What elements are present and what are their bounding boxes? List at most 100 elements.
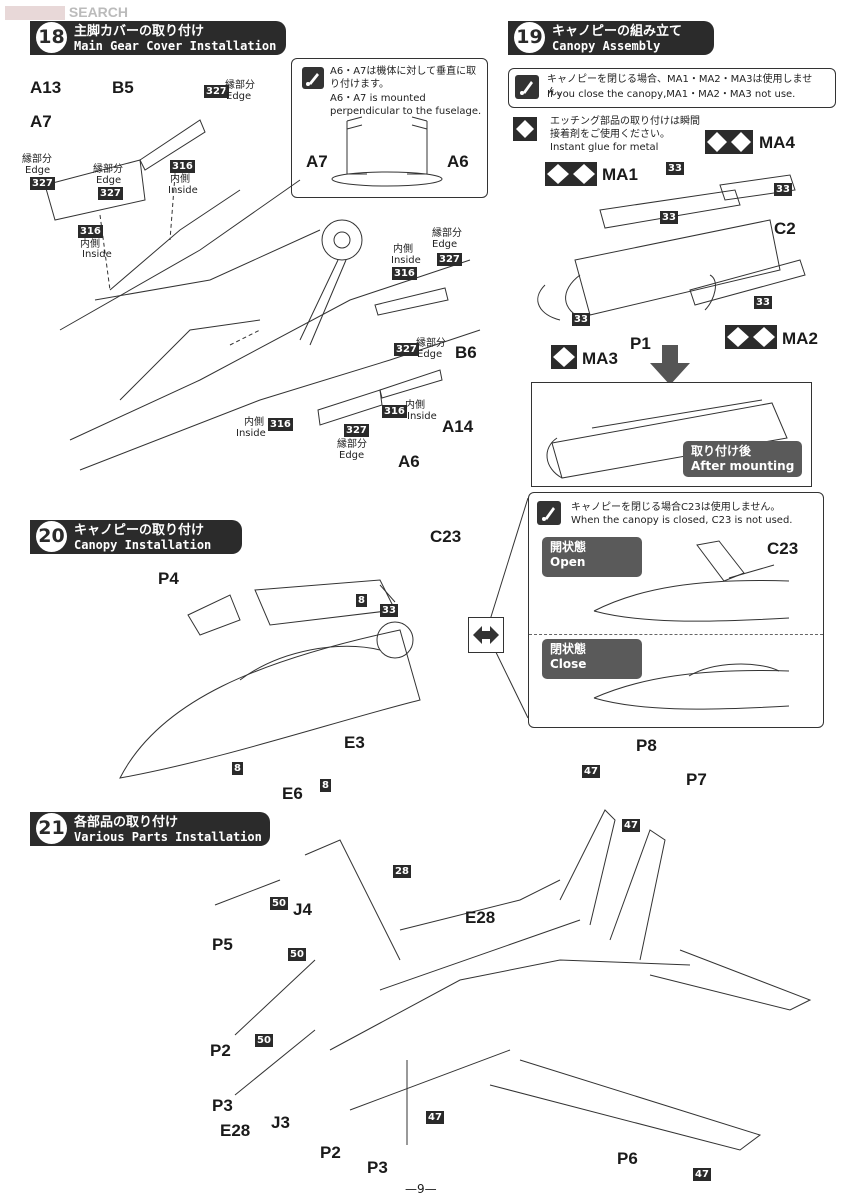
part-label-a6: A6 bbox=[398, 452, 420, 471]
after-mounting-jp: 取り付け後 bbox=[691, 444, 752, 458]
etched-part-icon-ma3 bbox=[551, 345, 577, 369]
part-label-p1: P1 bbox=[630, 334, 651, 353]
part-label-ma4: MA4 bbox=[759, 133, 795, 152]
step19-title-jp: キャノピーの組み立て bbox=[552, 24, 683, 39]
color-code-327-b5: 327 bbox=[204, 85, 229, 98]
step18-note-box: A6・A7は機体に対して垂直に取り付けます。 A6・A7 is mounted … bbox=[291, 58, 488, 198]
step20-title-jp: キャノピーの取り付け bbox=[74, 523, 205, 538]
part-label-p3-left: P3 bbox=[212, 1096, 233, 1115]
brush-icon bbox=[302, 67, 324, 89]
part-label-ma1: MA1 bbox=[602, 165, 638, 184]
color-code-327-b6: 327 bbox=[437, 253, 462, 266]
part-label-ma2: MA2 bbox=[782, 329, 818, 348]
page-number: —9— bbox=[405, 1182, 437, 1196]
color-code-33-c2: 33 bbox=[774, 183, 792, 196]
step21-number: 21 bbox=[36, 813, 67, 844]
step19-title-en: Canopy Assembly bbox=[552, 39, 661, 53]
part-label-a14: A14 bbox=[442, 417, 474, 436]
part-label-c23: C23 bbox=[430, 527, 462, 546]
edge-label-b6-en: Edge bbox=[432, 239, 458, 250]
open-state-en: Open bbox=[550, 555, 586, 569]
color-code-8-nose: 8 bbox=[232, 762, 243, 775]
step19-note-en: If you close the canopy,MA1・MA2・MA3 not … bbox=[547, 89, 796, 100]
color-code-50-p2: 50 bbox=[288, 948, 306, 961]
step21-header: 21 各部品の取り付け Various Parts Installation bbox=[30, 812, 270, 846]
brush-icon bbox=[515, 75, 539, 99]
part-label-a7: A7 bbox=[30, 112, 52, 131]
part-label-p6: P6 bbox=[617, 1149, 638, 1168]
part-label-c2: C2 bbox=[774, 219, 796, 238]
perpendicular-diagram bbox=[331, 116, 443, 187]
brush-icon bbox=[537, 501, 561, 525]
color-code-327-a7a: 327 bbox=[30, 177, 55, 190]
watermark-logo-icon bbox=[5, 6, 65, 21]
step20-header: 20 キャノピーの取り付け Canopy Installation bbox=[30, 520, 242, 554]
part-label-a13: A13 bbox=[30, 78, 62, 97]
part-label-p8: P8 bbox=[636, 736, 657, 755]
color-code-316-a7: 316 bbox=[78, 225, 103, 238]
etched-part-icon-ma1 bbox=[545, 162, 597, 186]
inside-label-b5-en: Inside bbox=[168, 185, 198, 196]
open-state-label: 開状態 Open bbox=[542, 537, 642, 577]
color-code-47-p6: 47 bbox=[693, 1168, 711, 1181]
color-code-47-p8: 47 bbox=[582, 765, 600, 778]
step18-title-en: Main Gear Cover Installation bbox=[74, 39, 277, 53]
part-label-p5: P5 bbox=[212, 935, 233, 954]
after-mounting-box: 取り付け後 After mounting bbox=[531, 382, 812, 487]
step20-number: 20 bbox=[36, 521, 67, 552]
color-code-8-e6: 8 bbox=[320, 779, 331, 792]
color-code-316-a6: 316 bbox=[268, 418, 293, 431]
edge-label-a14-jp: 縁部分 bbox=[416, 338, 446, 349]
close-state-jp: 閉状態 bbox=[550, 642, 587, 656]
edge-label-b6-jp: 縁部分 bbox=[432, 228, 462, 239]
part-label-ma3: MA3 bbox=[582, 349, 618, 368]
step18-note-jp: A6・A7は機体に対して垂直に取り付けます。 bbox=[330, 66, 477, 90]
color-code-33-c23: 33 bbox=[380, 604, 398, 617]
glue-diamond-icon bbox=[513, 117, 537, 141]
part-label-e6: E6 bbox=[282, 784, 303, 803]
part-label-b5: B5 bbox=[112, 78, 134, 97]
color-code-50-p5: 50 bbox=[270, 897, 288, 910]
step19-number: 19 bbox=[514, 22, 545, 53]
color-code-33-ma4: 33 bbox=[660, 211, 678, 224]
step19-note-jp: キャノピーを閉じる場合、MA1・MA2・MA3は使用しません。 bbox=[547, 74, 813, 98]
step18-note-en: A6・A7 is mounted perpendicular to the fu… bbox=[330, 93, 482, 117]
part-label-a7-note: A7 bbox=[306, 152, 328, 171]
edge-label-b5-jp: 縁部分 bbox=[225, 80, 255, 91]
color-code-33-ma2: 33 bbox=[754, 296, 772, 309]
canopy-assembled-drawing bbox=[546, 399, 788, 479]
edge-label-a6-en: Edge bbox=[339, 450, 365, 461]
color-code-33-ma3: 33 bbox=[572, 313, 590, 326]
color-code-8-c23: 8 bbox=[356, 594, 367, 607]
swap-arrows-icon bbox=[468, 617, 504, 653]
part-label-p3-bottom: P3 bbox=[367, 1158, 388, 1177]
edge-label-a7b-jp: 縁部分 bbox=[93, 164, 123, 175]
step20-note-jp: キャノピーを閉じる場合C23は使用しません。 bbox=[571, 502, 781, 513]
color-code-47-p3: 47 bbox=[426, 1111, 444, 1124]
step20-note-en: When the canopy is closed, C23 is not us… bbox=[571, 515, 793, 526]
inside-label-b6-jp: 内側 bbox=[393, 244, 413, 255]
step19-note-box: キャノピーを閉じる場合、MA1・MA2・MA3は使用しません。 If you c… bbox=[508, 68, 836, 108]
state-divider bbox=[529, 634, 823, 635]
edge-label-b5-en: Edge bbox=[226, 91, 252, 102]
color-code-316-a14: 316 bbox=[382, 405, 407, 418]
part-label-p2-left: P2 bbox=[210, 1041, 231, 1060]
part-label-c23-open: C23 bbox=[767, 539, 799, 558]
part-label-e28-top: E28 bbox=[465, 908, 496, 927]
color-code-316-b6: 316 bbox=[392, 267, 417, 280]
color-code-50-p3: 50 bbox=[255, 1034, 273, 1047]
open-closed-canopy-drawing bbox=[593, 540, 790, 710]
step19-glue-en: Instant glue for metal bbox=[550, 142, 659, 153]
part-label-j4: J4 bbox=[293, 900, 312, 919]
step20-note-box: キャノピーを閉じる場合C23は使用しません。 When the canopy i… bbox=[528, 492, 824, 728]
color-code-316-b5: 316 bbox=[170, 160, 195, 173]
part-label-p4: P4 bbox=[158, 569, 179, 588]
watermark: SEARCH bbox=[5, 4, 128, 21]
inside-label-a6-jp: 内側 bbox=[244, 417, 264, 428]
step18-title-jp: 主脚カバーの取り付け bbox=[74, 24, 205, 39]
inside-label-b5-jp: 内側 bbox=[170, 174, 190, 185]
inside-label-a14-en: Inside bbox=[407, 411, 437, 422]
color-code-327-a6: 327 bbox=[344, 424, 369, 437]
step18-number: 18 bbox=[36, 22, 67, 53]
